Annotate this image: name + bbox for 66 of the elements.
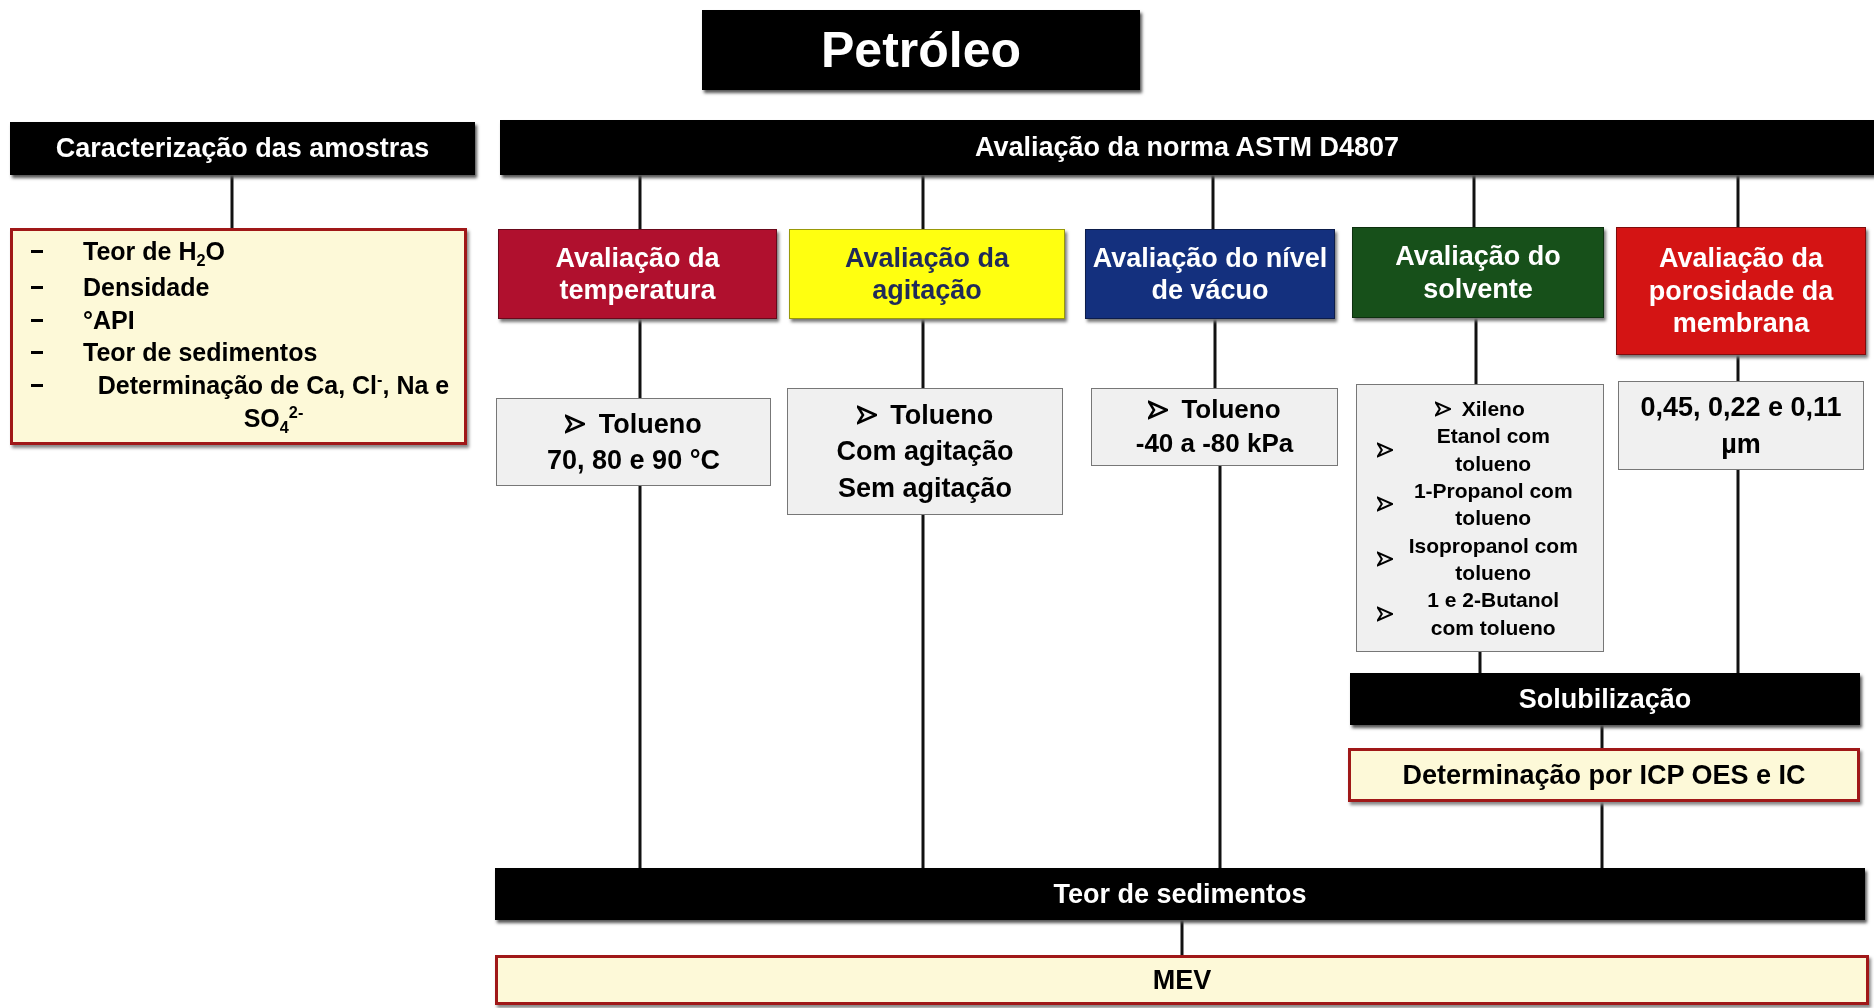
connector-line — [638, 319, 642, 398]
header-bar — [10, 122, 475, 175]
category-box — [789, 229, 1065, 319]
box-label: Avaliação da norma ASTM D4807 — [974, 131, 1400, 164]
list-item: Densidade — [83, 272, 210, 304]
connector-line — [1218, 466, 1222, 868]
category-box — [1352, 227, 1604, 318]
detail-box — [787, 388, 1063, 515]
connector-line — [638, 175, 642, 229]
connector-line — [1478, 652, 1482, 673]
header-bar — [500, 120, 1874, 175]
box-label: 0,45, 0,22 e 0,11 µm — [1639, 391, 1843, 461]
connector-line — [1600, 725, 1604, 748]
connector-line — [1736, 470, 1740, 673]
box-label: 70, 80 e 90 °C — [547, 444, 720, 477]
header-bar — [1350, 673, 1860, 725]
detail-box — [1356, 384, 1604, 652]
box-label: Petróleo — [820, 21, 1022, 80]
box-label: Xileno — [1461, 396, 1525, 423]
category-box — [1616, 227, 1866, 355]
box-label: MEV — [1152, 963, 1212, 997]
category-box — [498, 229, 777, 319]
box-label: Avaliação da temperatura — [554, 241, 721, 307]
detail-box — [1091, 388, 1338, 466]
box-label: Caracterização das amostras — [55, 132, 430, 165]
box-label: Isopropanol com tolueno — [1407, 532, 1579, 586]
connector-line — [1180, 920, 1184, 955]
box-label: 1-Propanol com tolueno — [1412, 478, 1574, 532]
box-label: 1 e 2-Butanol com tolueno — [1426, 587, 1561, 641]
connector-line — [1472, 175, 1476, 227]
box-label: Avaliação da agitação — [843, 241, 1011, 307]
category-box — [1085, 229, 1335, 319]
header-bar — [495, 868, 1865, 920]
connector-line — [230, 175, 234, 228]
box-label: Com agitação — [836, 435, 1014, 469]
title-box — [702, 10, 1140, 90]
box-label: Tolueno — [890, 398, 994, 432]
connector-line — [921, 175, 925, 229]
result-box — [495, 955, 1869, 1005]
list-item: Teor de H$_{2}$O — [83, 236, 225, 272]
info-box — [10, 228, 467, 445]
connector-line — [921, 515, 925, 868]
box-label: -40 a -80 kPa — [1135, 427, 1294, 460]
connector-line — [921, 319, 925, 388]
result-box — [1348, 748, 1860, 802]
connector-line — [1600, 802, 1604, 868]
box-label: Tolueno — [1181, 393, 1281, 427]
connector-line — [1736, 175, 1740, 227]
box-label: Teor de sedimentos — [1053, 877, 1307, 911]
box-label: Etanol com tolueno — [1435, 423, 1551, 477]
connector-line — [638, 486, 642, 868]
connector-line — [1474, 318, 1478, 384]
connector-line — [1211, 175, 1215, 229]
connector-line — [1213, 319, 1217, 388]
box-label: Avaliação do nível de vácuo — [1091, 241, 1329, 307]
connector-line — [1736, 355, 1740, 381]
box-label: Tolueno — [598, 407, 702, 441]
detail-box — [496, 398, 771, 486]
box-label: Avaliação do solvente — [1394, 240, 1562, 305]
list-item: Teor de sedimentos — [83, 337, 318, 369]
box-label: Avaliação da porosidade da membrana — [1647, 242, 1835, 340]
list-item: °API — [83, 304, 135, 336]
result-box — [1618, 381, 1864, 470]
box-label: Determinação por ICP OES e IC — [1402, 758, 1806, 792]
box-label: Sem agitação — [837, 471, 1013, 505]
box-label: Solubilização — [1518, 682, 1692, 716]
